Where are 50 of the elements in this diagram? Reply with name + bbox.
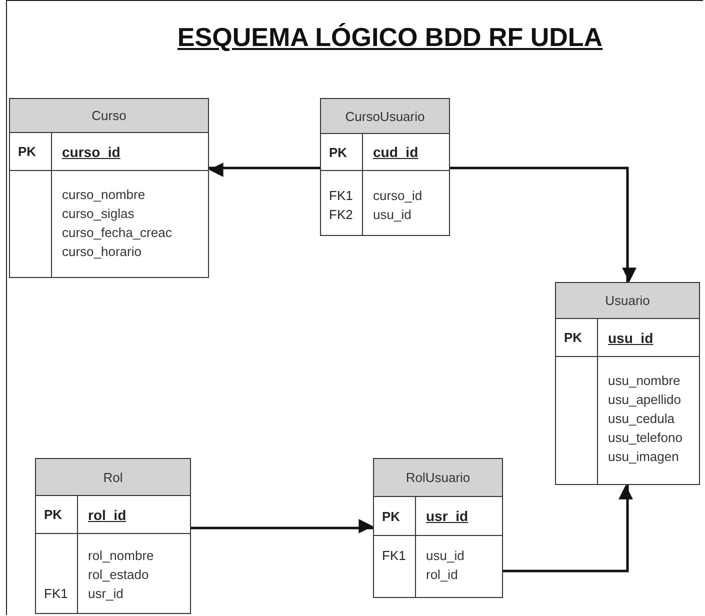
diagram-title: ESQUEMA LÓGICO BDD RF UDLA [176, 22, 604, 53]
field-name: curso_horario [62, 243, 142, 261]
entity-name: Curso [10, 99, 208, 133]
field-name: cud_id [373, 144, 418, 160]
entity-name: Usuario [556, 283, 699, 319]
field-name: usu_id [373, 206, 412, 224]
primary-key-row [10, 133, 208, 171]
field-name: curso_siglas [62, 205, 134, 223]
relationship-arrow [191, 519, 374, 534]
entity-table [9, 98, 209, 278]
key-label: PK [382, 508, 400, 524]
field-name: curso_fecha_creac [62, 224, 172, 242]
field-name: usu_cedula [608, 410, 674, 428]
relationship-arrow [503, 484, 633, 572]
primary-key-row [36, 496, 190, 534]
key-label: FK1 [382, 547, 406, 565]
key-label: FK1 [329, 187, 353, 205]
relationship-arrow [450, 166, 636, 282]
field-name: rol_id [426, 566, 458, 584]
key-label: PK [564, 330, 582, 345]
key-label: PK [18, 144, 36, 159]
field-name: curso_nombre [62, 186, 146, 204]
field-name: curso_id [62, 144, 120, 160]
field-name: usu_apellido [608, 391, 682, 409]
field-name: usu_telefono [608, 429, 682, 447]
field-name: usr_id [88, 585, 124, 603]
field-name: usu_nombre [608, 372, 680, 390]
key-label: PK [44, 507, 62, 522]
primary-key-row [374, 497, 502, 536]
entity-table [35, 458, 191, 614]
field-name: curso_id [373, 187, 422, 205]
entity-name: RolUsuario [374, 459, 502, 497]
entity-table [555, 282, 700, 485]
entity-table [373, 458, 503, 598]
field-name: usu_id [426, 547, 464, 565]
entity-table [320, 98, 450, 236]
primary-key-row [556, 319, 699, 357]
relationship-arrow [208, 162, 320, 177]
entity-name: CursoUsuario [321, 99, 449, 134]
key-label: FK2 [329, 206, 353, 224]
field-name: usr_id [426, 508, 468, 524]
field-name: usu_imagen [608, 448, 679, 466]
field-name: rol_estado [88, 566, 149, 584]
primary-key-row [321, 134, 449, 171]
entity-name: Rol [36, 459, 190, 496]
field-name: rol_id [88, 506, 126, 522]
key-label: FK1 [44, 585, 68, 603]
key-label: PK [329, 144, 348, 160]
field-name: usu_id [608, 330, 654, 346]
field-name: rol_nombre [88, 547, 154, 565]
